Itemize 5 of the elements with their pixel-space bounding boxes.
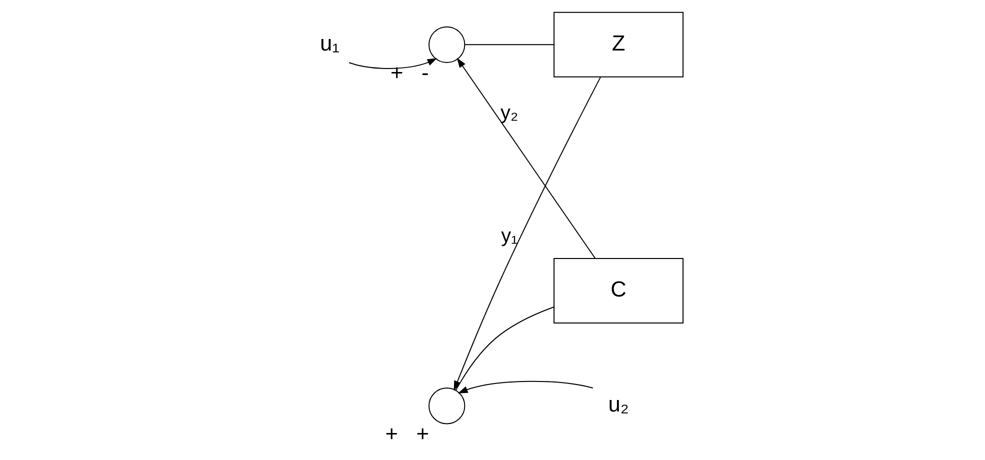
node-text: u₂ (608, 391, 628, 416)
node-label: + + (384, 421, 429, 446)
edge-label: y₁ (500, 225, 518, 248)
node-text: u₁ (320, 30, 340, 56)
edge-label: y₂ (500, 102, 518, 124)
